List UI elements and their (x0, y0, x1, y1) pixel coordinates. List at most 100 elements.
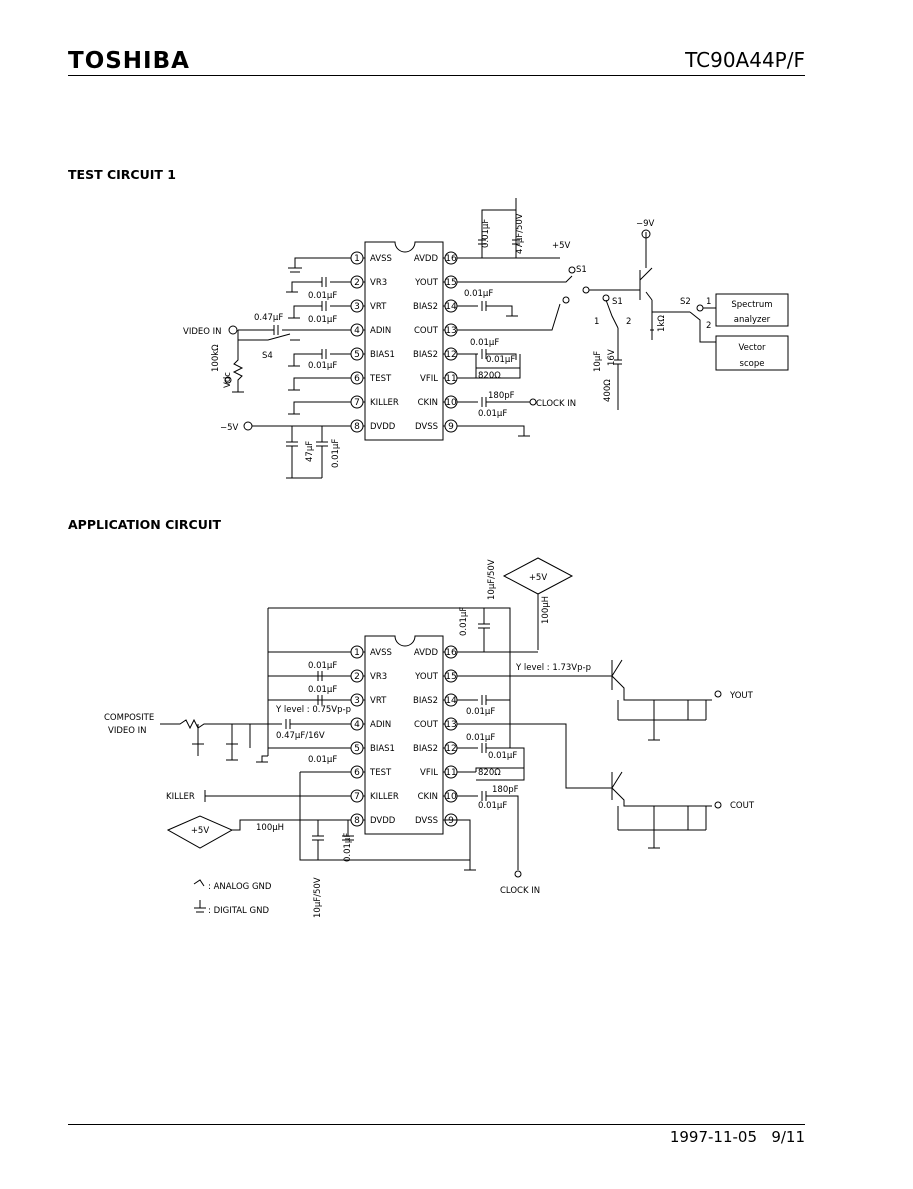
plus5v-label: +5V (529, 573, 548, 583)
terminal-2-label: 2 (626, 317, 631, 327)
pin-name: YOUT (414, 278, 439, 288)
terminal-1-label: 1 (706, 297, 711, 307)
video-in-label: VIDEO IN (108, 726, 147, 736)
part-number: TC90A44P/F (685, 48, 805, 72)
pin-number: 2 (354, 278, 360, 288)
pin-number: 14 (445, 302, 457, 312)
pin-name: DVSS (415, 422, 438, 432)
pin-number: 12 (445, 744, 456, 754)
pin-circle (444, 299, 458, 313)
cap-label: 10μF (593, 351, 603, 372)
pin-number: 10 (445, 792, 457, 802)
switch-label: S1 (612, 297, 623, 307)
cap-label: 10μF/50V (487, 559, 497, 600)
pin-circle (444, 789, 458, 803)
pin-name: VFIL (420, 768, 438, 778)
pin-name: VRT (370, 302, 387, 312)
footer-date-page: 1997-11-05 9/11 (670, 1128, 805, 1146)
header-rule (68, 75, 805, 76)
pin-number: 6 (354, 374, 360, 384)
cap-label: 180pF (492, 785, 519, 795)
pin-circle (350, 251, 364, 265)
pin-number: 5 (354, 744, 360, 754)
switch-label: S4 (262, 351, 273, 361)
pin-number: 11 (445, 374, 456, 384)
pin-name: YOUT (414, 672, 439, 682)
pin-name: ADIN (370, 326, 391, 336)
plus5v-label: +5V (191, 826, 210, 836)
pin-number: 4 (354, 720, 360, 730)
pin-number: 5 (354, 350, 360, 360)
cout-label: COUT (730, 801, 755, 811)
pin-number: 14 (445, 696, 457, 706)
pin-number: 13 (445, 326, 456, 336)
pin-name: CKIN (418, 792, 438, 802)
pin-name: KILLER (370, 792, 399, 802)
pin-number: 16 (445, 648, 457, 658)
pin-name: BIAS1 (370, 744, 395, 754)
terminal-2-label: 2 (706, 321, 711, 331)
minus5v-label: −5V (220, 423, 239, 433)
cap-label: 0.01μF (470, 338, 499, 348)
pin-circle (444, 693, 458, 707)
pin-name: BIAS2 (413, 350, 438, 360)
pin-number: 10 (445, 398, 457, 408)
cap-label: 10μF/50V (313, 877, 323, 918)
digital-gnd-legend: : DIGITAL GND (208, 906, 269, 916)
pin-circle (444, 275, 458, 289)
cap-label: 0.47μF/16V (276, 731, 325, 741)
clock-in-label: CLOCK IN (536, 399, 576, 409)
pin-number: 7 (354, 792, 360, 802)
pin-circle (350, 323, 364, 337)
pin-name: DVDD (370, 816, 396, 826)
pin-circle (444, 669, 458, 683)
footer-date: 1997-11-05 (669, 1128, 757, 1146)
footer-page: 9/11 (771, 1128, 805, 1146)
pin-name: BIAS2 (413, 696, 438, 706)
pin-name: AVDD (414, 254, 439, 264)
minus9v-label: −9V (636, 219, 655, 229)
pin-circle (350, 741, 364, 755)
volt-label: 16V (607, 349, 617, 366)
cap-label: 0.01μF (308, 291, 337, 301)
analyzer-label: analyzer (734, 315, 771, 325)
pin-number: 12 (445, 350, 456, 360)
spectrum-label: Spectrum (731, 300, 772, 310)
pin-number: 7 (354, 398, 360, 408)
pin-number: 3 (354, 696, 360, 706)
pin-name: AVSS (370, 254, 392, 264)
pin-name: AVSS (370, 648, 392, 658)
y-level-in-label: Y level : 0.75Vp-p (275, 705, 351, 715)
composite-label: COMPOSITE (104, 713, 154, 723)
res-label: 1kΩ (657, 315, 667, 332)
cap-label: 0.01μF (308, 685, 337, 695)
res-label: 100kΩ (211, 344, 221, 372)
pin-name: VRT (370, 696, 387, 706)
pin-name: BIAS1 (370, 350, 395, 360)
pin-number: 13 (445, 720, 456, 730)
pin-number: 16 (445, 254, 457, 264)
pin-number: 9 (448, 422, 454, 432)
pin-name: BIAS2 (413, 744, 438, 754)
pin-circle (350, 347, 364, 361)
cap-label: 0.01μF (331, 439, 341, 468)
pin-circle (444, 371, 458, 385)
pin-circle (350, 765, 364, 779)
pin-circle (444, 347, 458, 361)
pin-number: 1 (354, 254, 360, 264)
pin-number: 1 (354, 648, 360, 658)
cap-label: 0.01μF (486, 355, 515, 365)
pin-circle (444, 741, 458, 755)
pin-name: COUT (414, 326, 439, 336)
pin-circle (350, 645, 364, 659)
cap-label: 0.01μF (466, 707, 495, 717)
pin-number: 4 (354, 326, 360, 336)
pin-number: 11 (445, 768, 456, 778)
cap-label: 0.01μF (464, 289, 493, 299)
pin-number: 2 (354, 672, 360, 682)
pin-name: VR3 (370, 278, 387, 288)
pin-circle (444, 395, 458, 409)
pin-name: TEST (369, 768, 392, 778)
pin-name: CKIN (418, 398, 438, 408)
